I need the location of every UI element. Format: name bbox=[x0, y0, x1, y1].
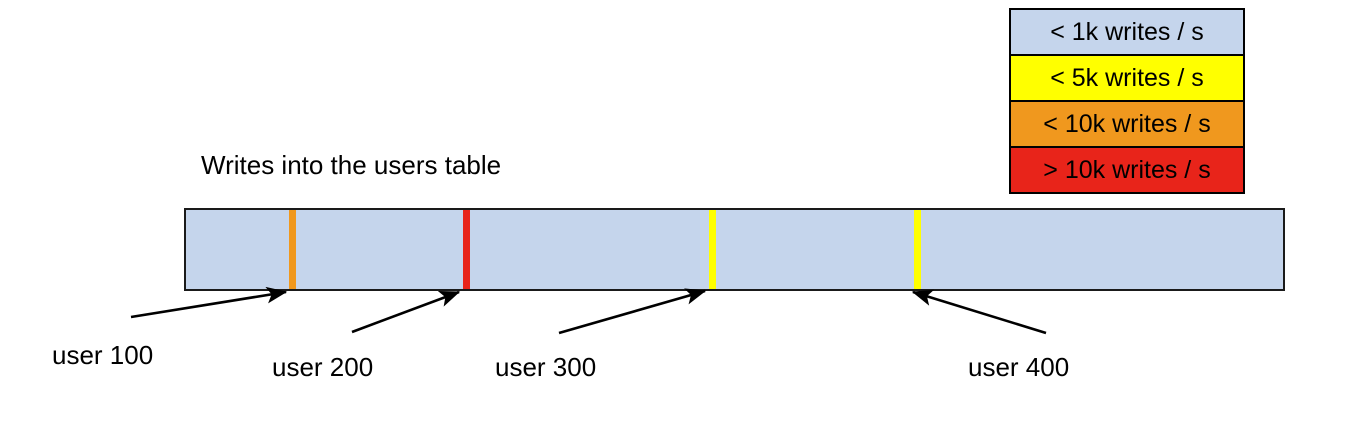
legend-row-over-10k: > 10k writes / s bbox=[1011, 148, 1243, 192]
callout-label-user-200: user 200 bbox=[272, 352, 374, 382]
callout-label-user-300: user 300 bbox=[495, 352, 597, 382]
legend-label-under-5k: < 5k writes / s bbox=[1050, 63, 1204, 92]
stripe-user-200 bbox=[463, 210, 470, 289]
stripe-user-400 bbox=[914, 210, 921, 289]
callout-arrow-user-300 bbox=[558, 288, 707, 335]
legend-label-under-10k: < 10k writes / s bbox=[1043, 109, 1211, 138]
stripe-user-100 bbox=[289, 210, 296, 289]
callout-label-user-100: user 100 bbox=[52, 340, 154, 370]
callout-arrow-user-200 bbox=[351, 290, 461, 334]
legend-row-under-5k: < 5k writes / s bbox=[1011, 56, 1243, 102]
users-table-bar bbox=[184, 208, 1285, 291]
legend-label-under-1k: < 1k writes / s bbox=[1050, 17, 1204, 46]
chart-title: Writes into the users table bbox=[201, 150, 502, 180]
callout-arrow-user-400 bbox=[911, 289, 1047, 335]
legend-row-under-1k: < 1k writes / s bbox=[1011, 10, 1243, 56]
stripe-user-300 bbox=[709, 210, 716, 289]
callout-label-user-400: user 400 bbox=[968, 352, 1070, 382]
write-rate-legend: < 1k writes / s < 5k writes / s < 10k wr… bbox=[1009, 8, 1245, 194]
legend-label-over-10k: > 10k writes / s bbox=[1043, 155, 1211, 184]
legend-row-under-10k: < 10k writes / s bbox=[1011, 102, 1243, 148]
callout-arrow-user-100 bbox=[130, 286, 288, 319]
